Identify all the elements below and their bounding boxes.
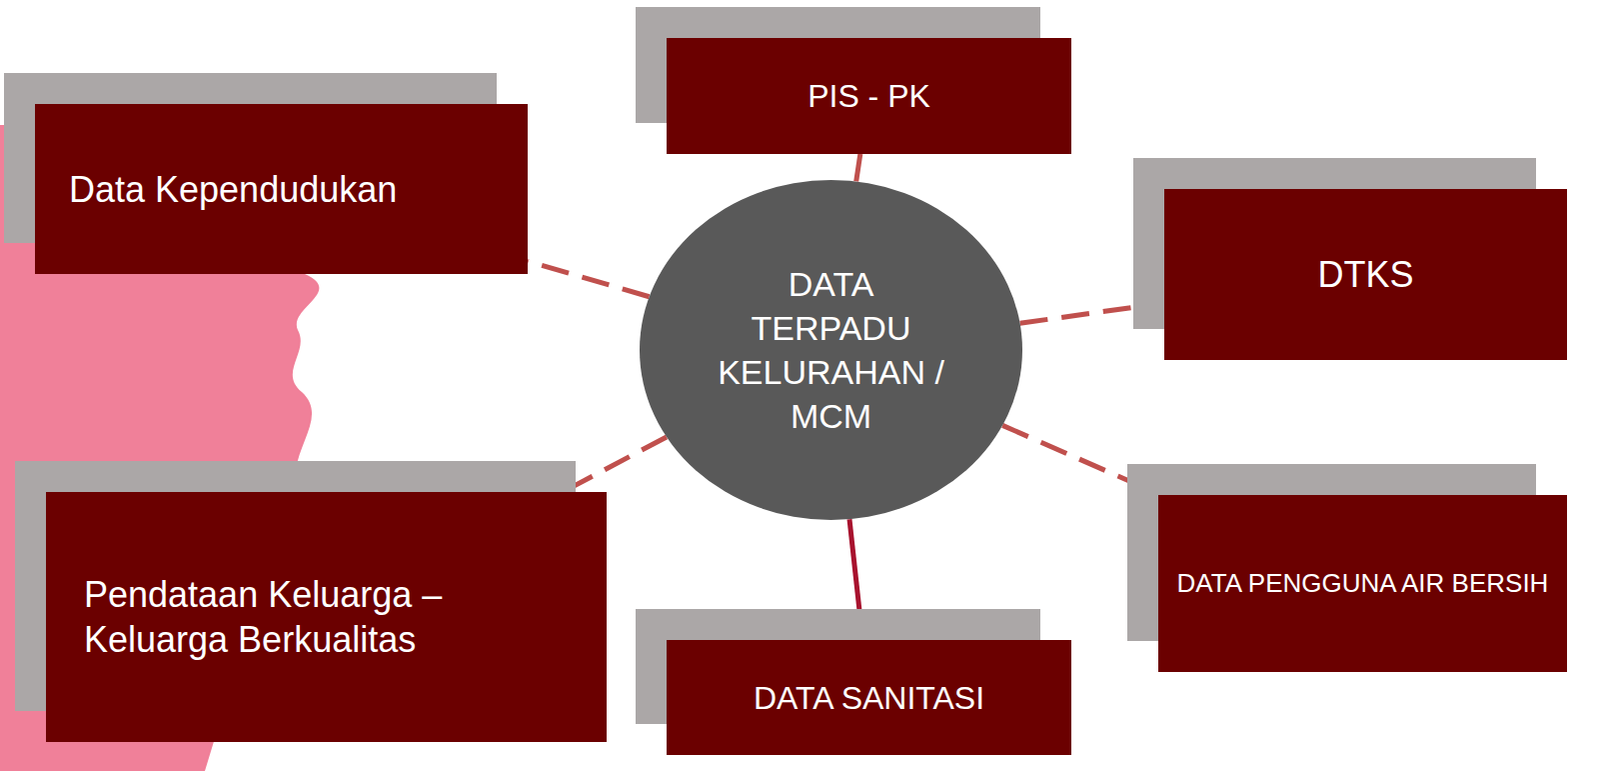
- node-label: Data Kependudukan: [68, 166, 397, 212]
- node-label: DATA PENGGUNA AIR BERSIH: [1177, 566, 1550, 600]
- connector-line: [856, 153, 861, 181]
- connector-line: [1020, 302, 1165, 323]
- process-box: DATA PENGGUNA AIR BERSIH: [1158, 494, 1568, 672]
- connector-line: [527, 260, 650, 297]
- process-box: DTKS: [1164, 188, 1568, 360]
- process-box: PIS - PK: [666, 37, 1072, 154]
- connector-line: [849, 518, 863, 640]
- process-box: DATA SANITASI: [666, 639, 1072, 755]
- connector-line: [1002, 424, 1162, 495]
- process-box: Pendataan Keluarga – Keluarga Berkualita…: [45, 491, 607, 742]
- node-label: DATA SANITASI: [753, 677, 985, 718]
- central-ellipse: DATA TERPADU KELURAHAN / MCM: [639, 179, 1023, 520]
- connector-line: [562, 436, 667, 492]
- process-box: Data Kependudukan: [34, 103, 528, 274]
- node-label: DTKS: [1317, 251, 1414, 297]
- node-label: Pendataan Keluarga – Keluarga Berkualita…: [83, 571, 569, 662]
- node-label: DATA TERPADU KELURAHAN / MCM: [717, 261, 946, 439]
- node-label: PIS - PK: [807, 75, 931, 116]
